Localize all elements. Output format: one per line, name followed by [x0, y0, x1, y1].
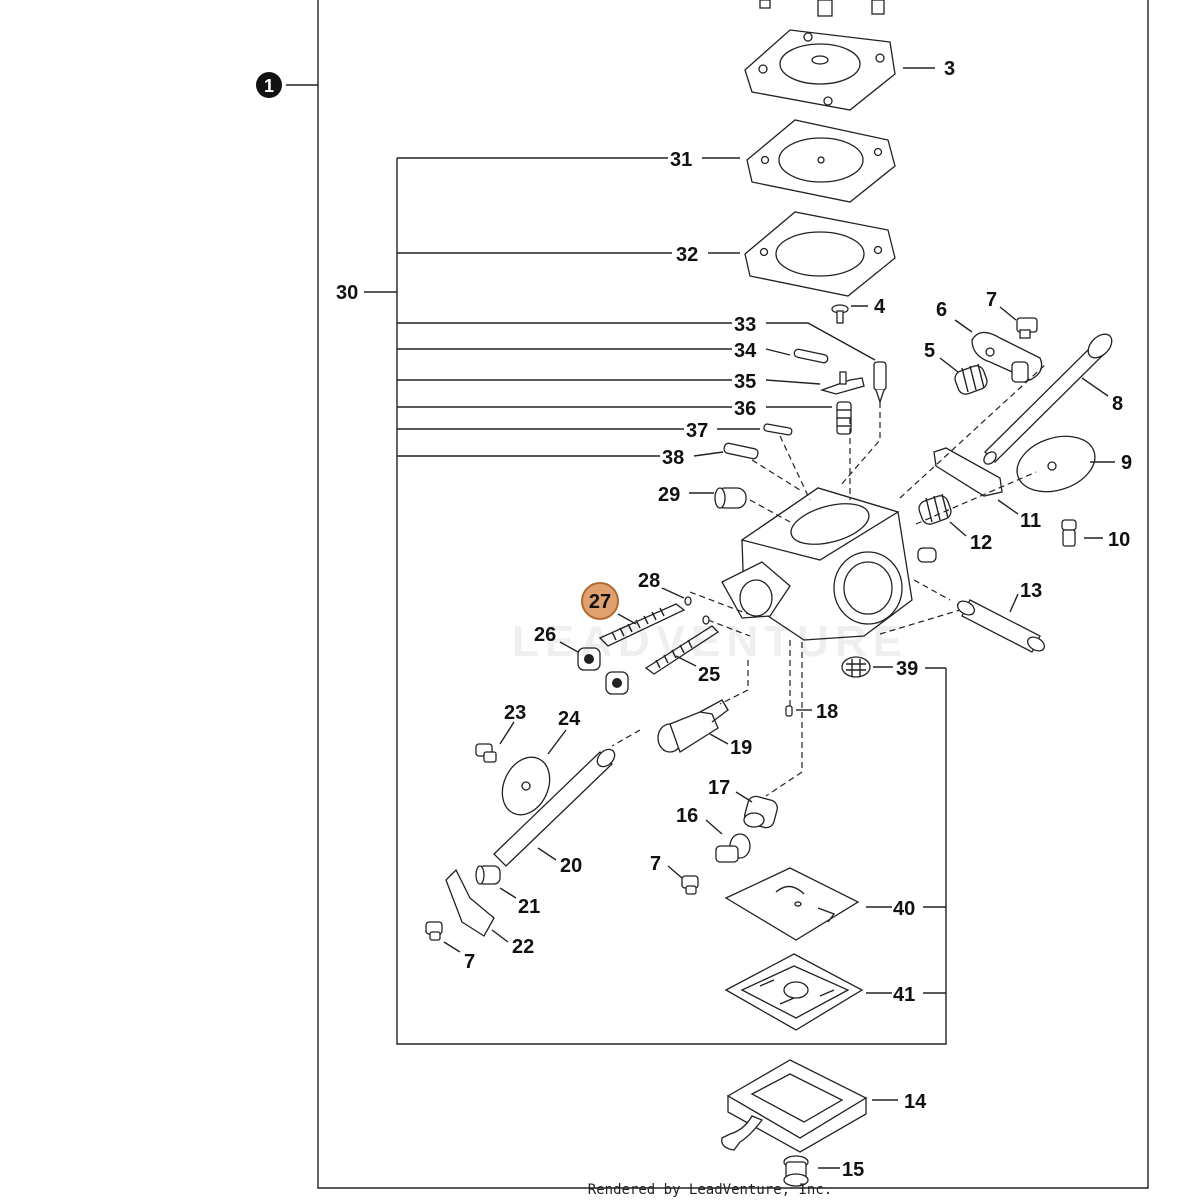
part-7-screw-lower-middle[interactable]: [681, 875, 699, 895]
part-20-throttle-shaft[interactable]: [493, 746, 618, 867]
callout-3[interactable]: 3: [944, 58, 955, 80]
carburetor-body: [721, 487, 937, 641]
callout-29[interactable]: 29: [658, 484, 680, 506]
callout-31[interactable]: 31: [670, 149, 692, 171]
watermark: LEADVENTURE: [512, 617, 908, 666]
part-21-bushing[interactable]: [475, 865, 501, 885]
part-38-pin[interactable]: [723, 442, 759, 460]
kit-frame: [396, 158, 947, 1045]
callout-39[interactable]: 39: [896, 658, 918, 680]
footer-credit: Rendered by LeadVenture, Inc.: [588, 1182, 832, 1198]
callout-19[interactable]: 19: [730, 737, 752, 759]
part-18-jet[interactable]: [785, 705, 793, 717]
part-13-pin[interactable]: [955, 598, 1047, 653]
callout-22[interactable]: 22: [512, 936, 534, 958]
part-37-pin[interactable]: [763, 423, 793, 436]
part-36-spring[interactable]: [836, 401, 852, 435]
callout-20[interactable]: 20: [560, 855, 582, 877]
part-39-screen[interactable]: [841, 656, 871, 678]
part-34-pin[interactable]: [793, 348, 829, 364]
callout-5[interactable]: 5: [924, 340, 935, 362]
highlight-badge-27-label: 27: [589, 591, 611, 613]
callout-7-top[interactable]: 7: [986, 289, 997, 311]
callout-7-lower-left[interactable]: 7: [464, 951, 475, 973]
part-9-choke-plate[interactable]: [1010, 427, 1102, 501]
callout-33[interactable]: 33: [734, 314, 756, 336]
part-7-screw-top[interactable]: [1016, 317, 1038, 339]
assembly-frame: [317, 0, 1149, 1189]
part-19-idle-screw[interactable]: [657, 699, 729, 753]
callout-15[interactable]: 15: [842, 1159, 864, 1181]
callout-14[interactable]: 14: [904, 1091, 927, 1113]
callout-37[interactable]: 37: [686, 420, 708, 442]
callout-38[interactable]: 38: [662, 447, 684, 469]
assembly-badge-label: 1: [264, 76, 274, 96]
callout-35[interactable]: 35: [734, 371, 756, 393]
callout-21[interactable]: 21: [518, 896, 540, 918]
callout-26[interactable]: 26: [534, 624, 556, 646]
part-24-throttle-plate[interactable]: [493, 750, 558, 823]
callout-25[interactable]: 25: [698, 664, 720, 686]
callout-41[interactable]: 41: [893, 984, 915, 1006]
part-6-lever[interactable]: [971, 331, 1043, 383]
part-5-spring[interactable]: [953, 363, 989, 397]
part-7-screw-lower-left[interactable]: [425, 921, 443, 941]
callout-18[interactable]: 18: [816, 701, 838, 723]
callout-10[interactable]: 10: [1108, 529, 1130, 551]
assembly-badge[interactable]: [256, 72, 282, 98]
part-17-cap[interactable]: [743, 795, 779, 830]
callout-4[interactable]: 4: [874, 296, 886, 318]
part-22-lever[interactable]: [445, 868, 495, 937]
callout-17[interactable]: 17: [708, 777, 730, 799]
callout-9[interactable]: 9: [1121, 452, 1132, 474]
part-4-screw[interactable]: [831, 304, 849, 324]
part-12-spring[interactable]: [917, 493, 953, 527]
part-11-throttle-lever[interactable]: [933, 447, 1003, 497]
callout-8[interactable]: 8: [1112, 393, 1123, 415]
highlight-badge-27[interactable]: [581, 582, 619, 620]
part-41-pump-plate[interactable]: [724, 953, 864, 1031]
callout-6[interactable]: 6: [936, 299, 947, 321]
callout-11[interactable]: 11: [1020, 510, 1041, 532]
part-40-gasket[interactable]: [724, 867, 860, 941]
callout-30[interactable]: 30: [336, 282, 358, 304]
part-3-diaphragm-cover[interactable]: [744, 29, 896, 111]
top-screws: [759, 0, 885, 17]
part-14-pump-cover[interactable]: [721, 1059, 868, 1153]
part-8-choke-shaft[interactable]: [982, 330, 1117, 467]
part-31-diaphragm[interactable]: [746, 119, 896, 203]
part-25-adjusting-screw[interactable]: [644, 625, 720, 675]
callout-36[interactable]: 36: [734, 398, 756, 420]
part-10-screw[interactable]: [1061, 519, 1077, 547]
callout-28[interactable]: 28: [638, 570, 660, 592]
callout-32[interactable]: 32: [676, 244, 698, 266]
callout-40[interactable]: 40: [893, 898, 915, 920]
part-35-inlet-lever[interactable]: [819, 371, 865, 395]
part-29-cap[interactable]: [714, 487, 747, 509]
part-33-inlet-needle[interactable]: [873, 361, 887, 405]
part-32-gasket[interactable]: [744, 211, 896, 297]
part-23-screw[interactable]: [475, 743, 497, 763]
part-26-limiter-caps[interactable]: [577, 647, 629, 695]
part-16-fitting[interactable]: [715, 833, 751, 863]
part-28-o-rings[interactable]: [684, 596, 710, 625]
callout-24[interactable]: 24: [558, 708, 581, 730]
callout-34[interactable]: 34: [734, 340, 757, 362]
callout-23[interactable]: 23: [504, 702, 526, 724]
callout-16[interactable]: 16: [676, 805, 698, 827]
callout-7-lower-middle[interactable]: 7: [650, 853, 661, 875]
callout-12[interactable]: 12: [970, 532, 992, 554]
part-27-adjusting-screw[interactable]: [598, 603, 686, 647]
part-15-screw[interactable]: [783, 1155, 809, 1187]
callout-13[interactable]: 13: [1020, 580, 1042, 602]
